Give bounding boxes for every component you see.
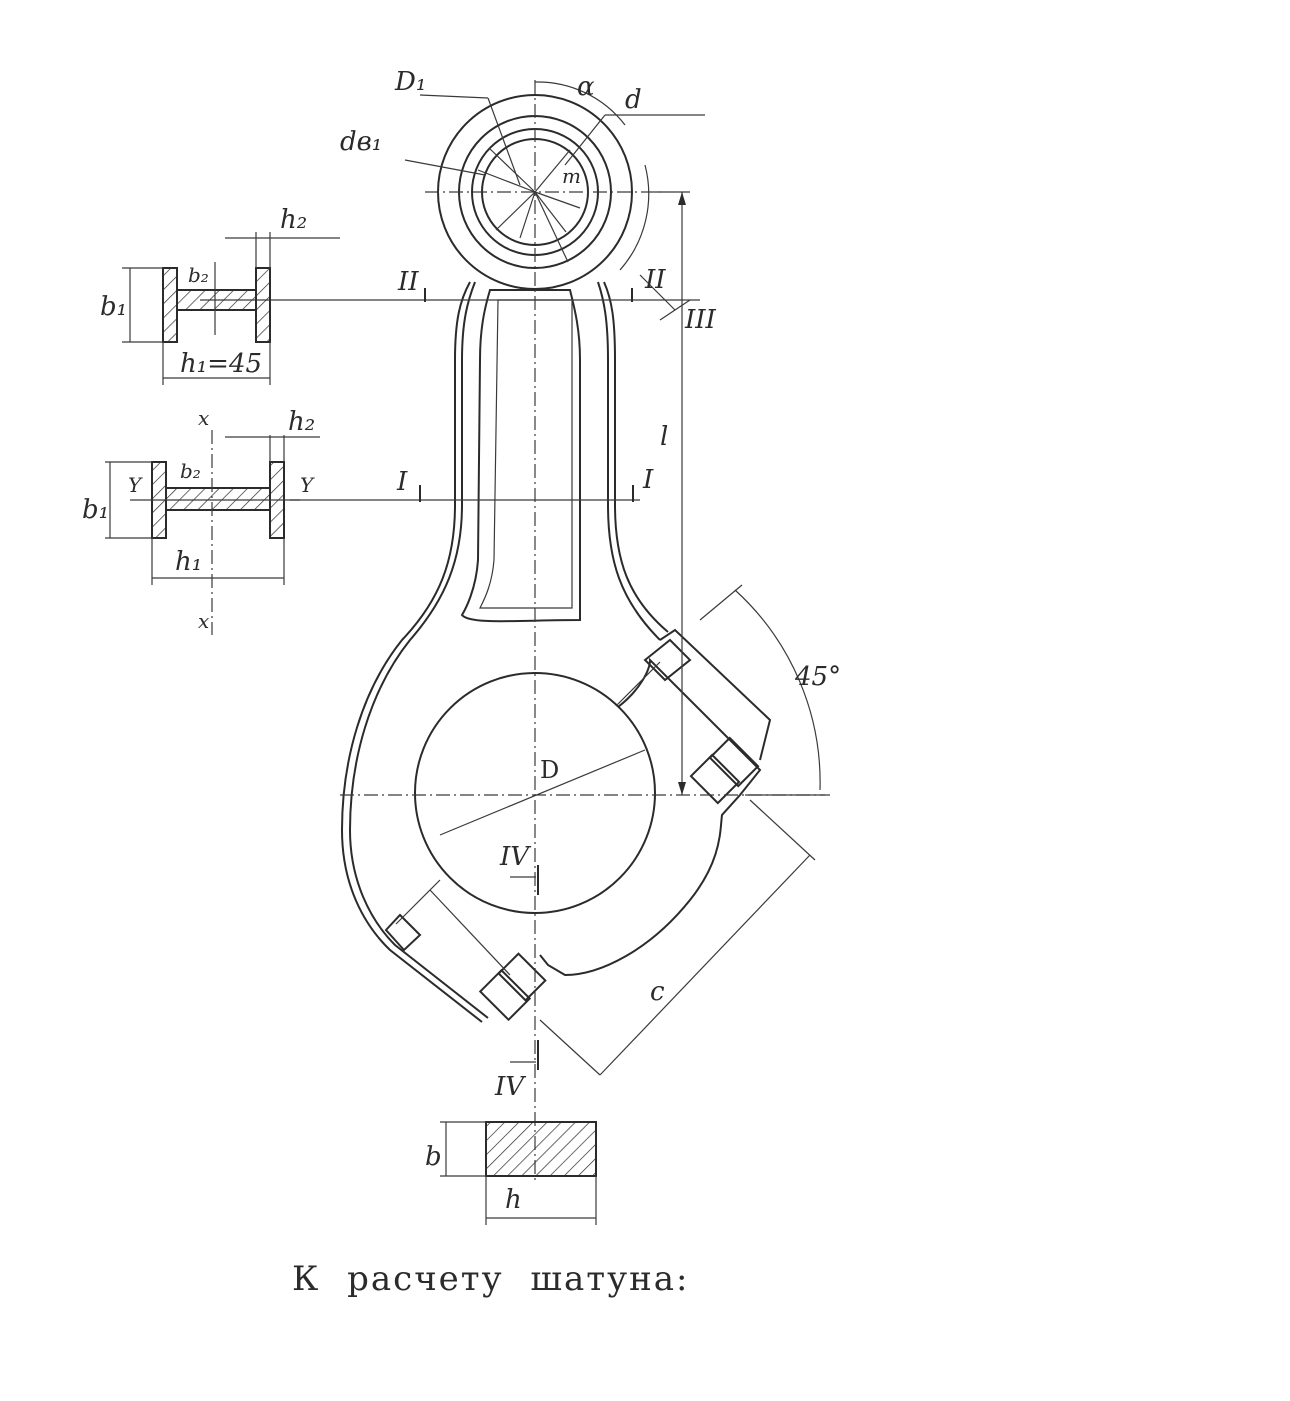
labels: D₁ dв₁ α d m II II III I I l 45° D IV IV…: [82, 67, 841, 1215]
label-b: b: [425, 1142, 442, 1172]
label-h2-bottom: h₂: [288, 407, 315, 437]
label-d1: D₁: [394, 67, 426, 97]
small-end: [437, 81, 650, 290]
label-b1-top: b₁: [100, 292, 127, 322]
label-iv-top: IV: [499, 842, 531, 872]
label-m: m: [562, 164, 581, 188]
label-y-right: Y: [300, 473, 315, 497]
label-ii-right: II: [644, 265, 666, 295]
label-h: h: [505, 1185, 522, 1215]
label-l: l: [660, 422, 668, 452]
label-45deg: 45°: [794, 662, 841, 692]
label-b2-top: b₂: [188, 263, 209, 287]
label-x-top: x: [198, 406, 209, 430]
label-i-right: I: [642, 465, 654, 495]
section-i: [105, 430, 320, 635]
label-h1-45: h₁=45: [180, 349, 262, 379]
label-ii-left: II: [397, 267, 419, 297]
connecting-rod: [340, 80, 830, 1180]
label-iv-bottom: IV: [494, 1072, 526, 1102]
rod-outer-contour: [348, 281, 489, 1019]
label-db1: dв₁: [340, 127, 382, 157]
label-alpha: α: [577, 72, 595, 102]
section-iv: [440, 1121, 597, 1225]
label-big-d: D: [540, 756, 559, 784]
label-d: d: [625, 85, 642, 115]
label-b2-bottom: b₂: [180, 459, 201, 483]
label-i-left: I: [396, 467, 408, 497]
label-iii: III: [684, 305, 717, 335]
rod-pocket: [460, 289, 581, 623]
dimensions: [200, 94, 825, 1076]
label-x-bottom: x: [198, 609, 209, 633]
label-y-left: Y: [128, 473, 143, 497]
label-b1-bottom: b₁: [82, 495, 109, 525]
figure-caption: К расчету шатуна:: [292, 1259, 690, 1299]
label-c: c: [650, 977, 665, 1007]
label-h1-bottom: h₁: [175, 547, 202, 577]
label-h2-top: h₂: [280, 205, 307, 235]
big-end: [384, 628, 772, 1022]
section-ii: [122, 232, 340, 385]
